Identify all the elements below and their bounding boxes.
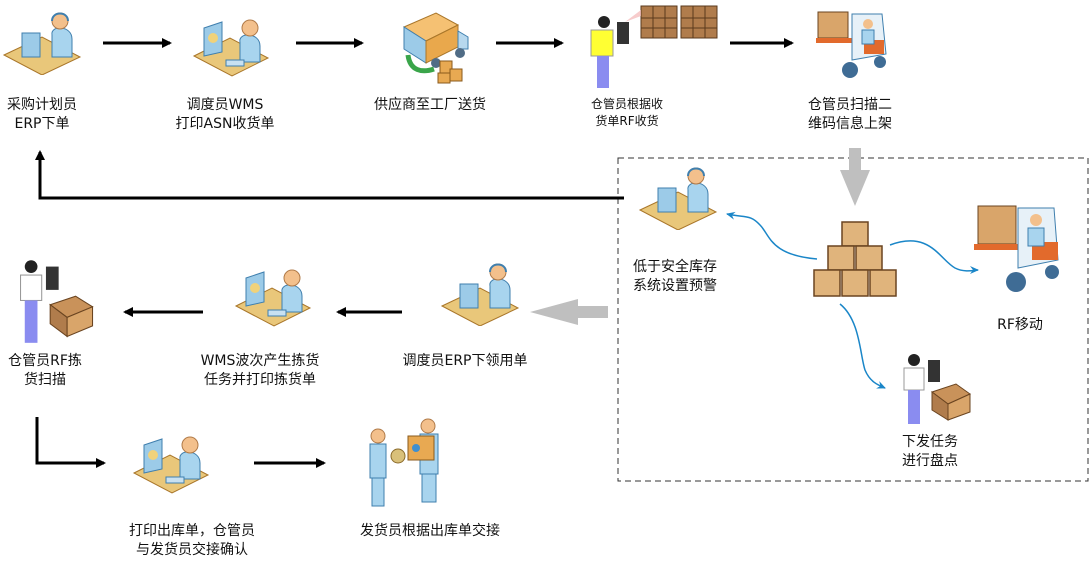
edge-n5-n7 [840, 148, 870, 206]
node-label-n2: 调度员WMS 打印ASN收货单 [175, 97, 275, 132]
edge-n6-n1 [35, 150, 624, 200]
rf-scanner-pallets-icon [590, 5, 718, 88]
handover-package-icon [369, 418, 439, 507]
node-label-n12: 仓管员RF拣 货扫描 [8, 353, 82, 388]
node-label-n3: 供应商至工厂送货 [374, 97, 486, 113]
rf-scanner-box-icon [903, 354, 971, 424]
node-label-n13: 打印出库单，仓管员 与发货员交接确认 [129, 523, 255, 558]
operator-computer-icon [132, 436, 210, 494]
node-label-n11: WMS波次产生拣货 任务并打印拣货单 [200, 353, 320, 388]
edge-n7-n6 [726, 211, 818, 260]
forklift-icon [974, 205, 1059, 292]
edge-n7-n9 [839, 303, 886, 389]
stacked-boxes-icon [813, 221, 897, 297]
edge-n12-n13 [35, 417, 106, 468]
node-label-n8: RF移动 [997, 317, 1043, 333]
node-label-n9: 下发任务 进行盘点 [902, 434, 958, 469]
delivery-truck-icon [402, 12, 469, 84]
node-label-n5: 仓管员扫描二 维码信息上架 [808, 97, 892, 132]
operator-headset-computer-icon [638, 167, 718, 230]
rf-scanner-box-icon [20, 260, 94, 343]
operator-computer-icon [234, 269, 312, 327]
edge-n7-n8 [889, 240, 979, 275]
operator-headset-computer-icon [2, 12, 82, 75]
node-label-n4: 仓管员根据收 货单RF收货 [590, 97, 663, 128]
node-label-n10: 调度员ERP下领用单 [402, 353, 528, 369]
edge-group-n10 [530, 299, 608, 325]
node-label-n14: 发货员根据出库单交接 [360, 523, 500, 539]
node-label-n6: 低于安全库存 系统设置预警 [633, 259, 717, 294]
operator-headset-computer-icon [440, 263, 520, 326]
operator-computer-icon [192, 19, 270, 77]
node-label-n1: 采购计划员 ERP下单 [7, 97, 77, 132]
forklift-icon [816, 11, 887, 78]
